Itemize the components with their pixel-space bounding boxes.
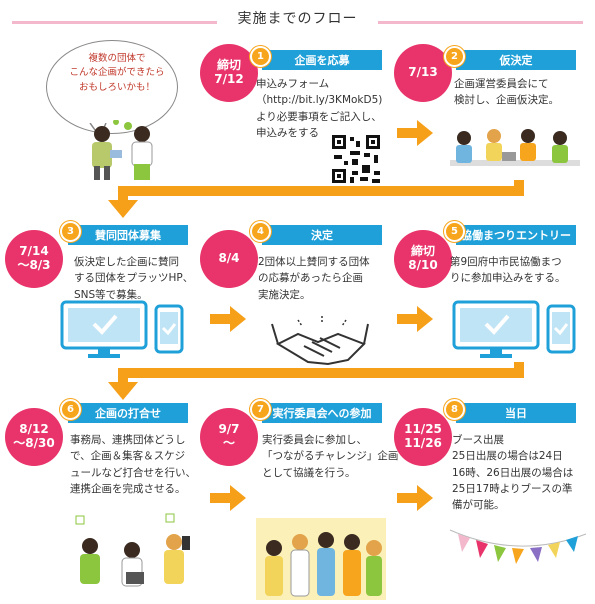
step-2-date: 7/13 (394, 44, 452, 102)
step-6-number-badge: 6 (60, 399, 81, 420)
step-4-description: 2団体以上賛同する団体 の応募があったら企画 実施決定。 (258, 256, 370, 301)
step-3-date: 7/14 ～8/3 (5, 230, 63, 288)
step-7-description: 実行委員会に参加し、 「つながるチャレンジ」企画 として協議を行う。 (262, 434, 399, 479)
arrow-right-icon (397, 306, 433, 332)
bubble-text: 複数の団体で こんな企画ができたら おもしろいかも！ (69, 53, 165, 93)
connector-arrow-row1 (108, 180, 524, 218)
step-5-description: 第9回府中市民協働まつ りに参加申込みをする。 (450, 256, 566, 285)
step-1-date: 締切 7/12 (200, 44, 258, 102)
arrow-right-icon (397, 485, 433, 511)
step-7-date: 9/7 ～ (200, 408, 258, 466)
computer-and-phone-icon (60, 300, 184, 358)
step-6-description: 事務局、連携団体どうし で、企画＆集客＆スケジ ュールなど打合せを行い、 連携企… (70, 434, 196, 495)
computer-and-phone-icon (452, 300, 576, 358)
step-3-description: 仮決定した企画に賛同 する団体をプラッツHP、 SNS等で募集。 (74, 256, 194, 301)
step-2-header: 仮決定 (456, 50, 576, 70)
step-3-number-badge: 3 (60, 221, 81, 242)
team-discussion-illustration (450, 129, 580, 166)
step-1-number-badge: 1 (250, 46, 271, 67)
title-line-right (378, 21, 583, 24)
handshake-icon (271, 316, 369, 366)
step-5-date: 締切 8/10 (394, 230, 452, 288)
step-8-date: 11/25 11/26 (394, 408, 452, 466)
step-4-date: 8/4 (200, 230, 258, 288)
step-8-header: 当日 (456, 403, 576, 423)
step-1-header: 企画を応募 (262, 50, 382, 70)
speech-bubble (46, 40, 178, 134)
step-6-date: 8/12 ～8/30 (5, 408, 63, 466)
step-4-header: 決定 (262, 225, 382, 245)
step-3-header: 賛同団体募集 (68, 225, 188, 245)
step-5-header: 協働まつりエントリー (456, 225, 576, 245)
bunting-flags-illustration (449, 529, 587, 564)
title-line-left (12, 21, 217, 24)
step-8-number-badge: 8 (444, 399, 465, 420)
people-meeting-illustration (92, 120, 153, 180)
qr-code-icon (330, 133, 382, 185)
step-2-description: 企画運営委員会にて 検討し、企画仮決定。 (454, 78, 559, 107)
step-4-number-badge: 4 (250, 221, 271, 242)
step-1-description: 申込みフォーム （http://bit.ly/3KMokD5) より必要事項をご… (256, 78, 383, 139)
step-2-number-badge: 2 (444, 46, 465, 67)
step-6-header: 企画の打合せ (68, 403, 188, 423)
arrow-right-icon (210, 306, 246, 332)
step-7-header: 実行委員会への参加 (262, 403, 382, 423)
people-planning-illustration (75, 513, 190, 587)
connector-arrow-row2 (108, 362, 524, 400)
step-8-description: ブース出展 25日出展の場合は24日 16時、26日出展の場合は 25日17時よ… (452, 434, 574, 512)
arrow-right-icon (397, 120, 433, 146)
arrow-right-icon (210, 485, 246, 511)
page-title: 実施までのフロー (237, 11, 358, 27)
step-7-number-badge: 7 (250, 399, 271, 420)
step-5-number-badge: 5 (444, 221, 465, 242)
group-celebration-illustration (256, 518, 386, 600)
